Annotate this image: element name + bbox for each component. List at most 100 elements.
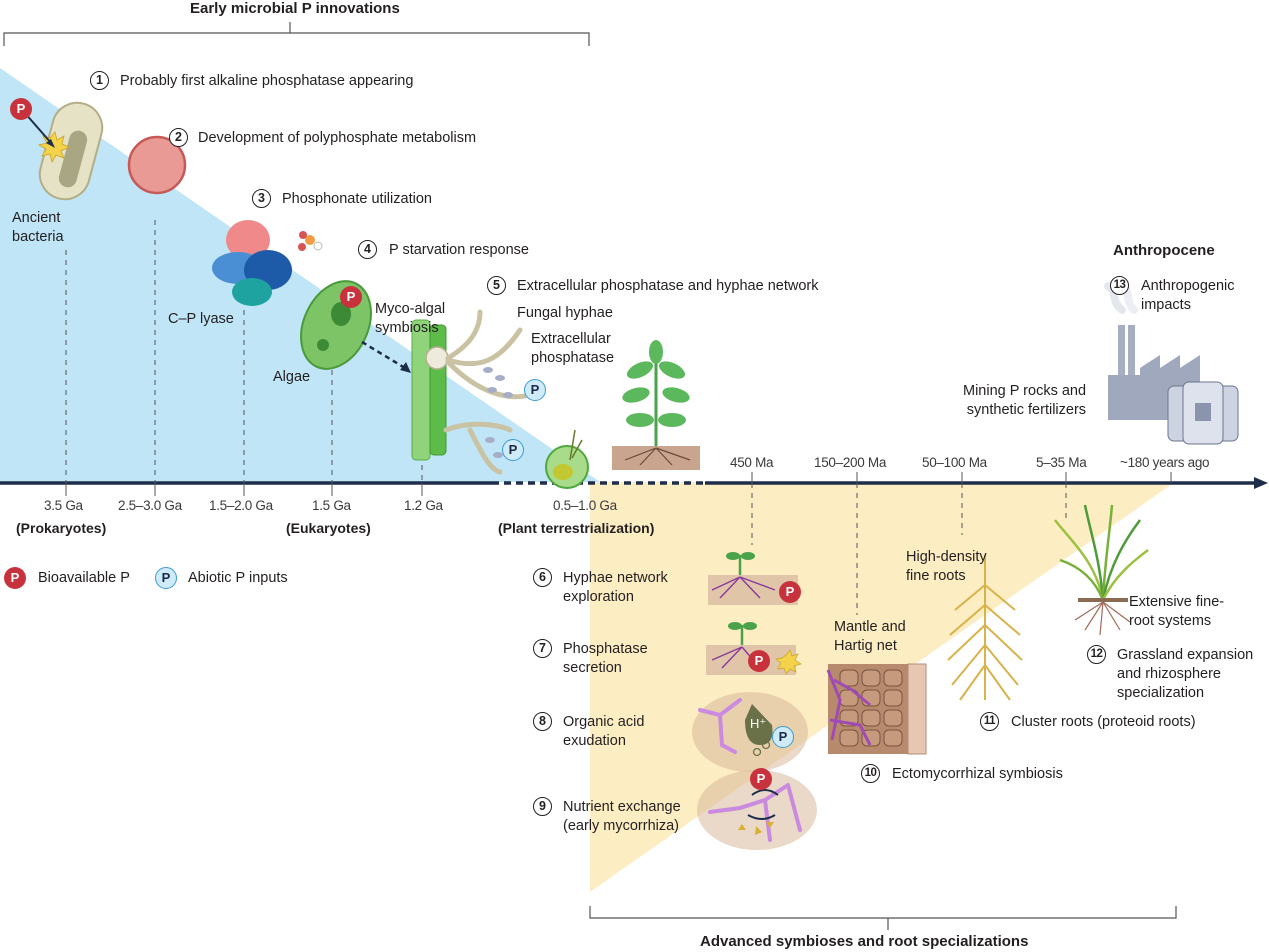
step-number-4: 4 [358,240,377,259]
extensive-roots-label: Extensive fine- root systems [1129,593,1224,631]
ancient-bacteria-label: Ancient bacteria [12,209,64,247]
top-bracket [3,22,590,46]
cluster-roots-illustration [947,555,1023,701]
innovation-8-line-2: exudation [563,733,626,749]
ectomycorrhiza-tissue-illustration [826,663,927,755]
tick-label: 150–200 Ma [814,455,887,470]
high-density-line-2: fine roots [906,568,966,584]
top-bracket-title: Early microbial P innovations [190,0,400,17]
innovation-12-label: Grassland expansion and rhizosphere spec… [1117,646,1253,703]
mantle-line-1: Mantle and [834,619,906,635]
algae-label: Algae [273,369,311,385]
bioavailable-p-icon: P [779,581,801,603]
innovation-6-line-1: Hyphae network [563,570,668,586]
mining-label: Mining P rocks and synthetic fertilizers [963,382,1086,420]
tick-label: 0.5–1.0 Ga [553,498,617,513]
innovation-2-label: Development of polyphosphate metabolism [198,130,477,146]
legend-label: Bioavailable P [38,570,130,586]
bioavailable-p-icon: P [340,286,362,308]
era-prokaryotes: (Prokaryotes) [16,520,107,536]
tick-label: 5–35 Ma [1036,455,1087,470]
step-number-12: 12 [1087,645,1106,664]
high-density-line-1: High-density [906,549,987,565]
grass-illustration [1054,504,1149,636]
era-plant-terrestrialization: (Plant terrestrialization) [498,520,655,536]
mantle-hartig-label: Mantle and Hartig net [834,618,906,656]
extensive-line-2: root systems [1129,613,1212,629]
cp-lyase-protein-illustration [212,220,323,306]
innovation-12-line-3: specialization [1117,685,1205,701]
step-number-5: 5 [487,276,506,295]
innovation-7-line-1: Phosphatase [563,641,648,657]
ancient-bacteria-line-1: Ancient [12,210,61,226]
extracellular-phosphatase-label: Extracellular phosphatase [531,330,614,368]
anthropocene-heading: Anthropocene [1113,242,1215,259]
tick-label: 1.5–2.0 Ga [209,498,273,513]
bioavailable-p-icon: P [10,98,32,120]
timeline-arrowhead [1254,477,1268,489]
abiotic-p-icon: P [524,379,546,401]
tick-label: 50–100 Ma [922,455,987,470]
proton-label: H⁺ [750,716,767,731]
bioavailable-p-icon: P [748,650,770,672]
tick-label: ~180 years ago [1120,455,1210,470]
innovation-6-line-2: exploration [563,589,634,605]
abiotic-p-icon: P [155,567,177,589]
extracellular-line-2: phosphatase [531,350,615,366]
step-number-6: 6 [533,568,552,587]
upper-tick-marks [751,472,1172,615]
ancient-bacteria-illustration [23,101,104,201]
innovation-8-line-1: Organic acid [563,714,645,730]
myco-algal-line-2: symbiosis [375,320,439,336]
ancient-bacteria-line-2: bacteria [12,229,64,245]
terrestrial-plant-illustration [612,340,700,470]
bioavailable-p-icon: P [750,768,772,790]
myco-algal-line-1: Myco-algal [375,301,446,317]
step-number-9: 9 [533,797,552,816]
myco-algal-filament-illustration [411,309,533,475]
tick-label: 1.2 Ga [404,498,443,513]
nutrient-exchange-illustration [697,770,817,850]
extensive-line-1: Extensive fine- [1129,594,1225,610]
fungal-hyphae-label: Fungal hyphae [517,305,613,321]
phosphatase-secretion-illustration [706,622,802,675]
mining-line-1: Mining P rocks and [963,383,1087,399]
abiotic-p-icon: P [772,726,794,748]
step-number-8: 8 [533,712,552,731]
extracellular-line-1: Extracellular [531,331,611,347]
innovation-11-label: Cluster roots (proteoid roots) [1011,714,1196,730]
innovation-7-line-2: secretion [563,660,622,676]
polyphosphate-granule-illustration [127,135,187,195]
legend-label: Abiotic P inputs [188,570,288,586]
innovation-1-label: Probably first alkaline phosphatase appe… [120,73,414,89]
myco-algal-label: Myco-algal symbiosis [375,300,445,338]
abiotic-p-icon: P [502,439,524,461]
innovation-9-line-1: Nutrient exchange [563,799,681,815]
tick-label: 450 Ma [730,455,774,470]
cp-lyase-label: C–P lyase [168,311,234,327]
bottom-bracket [589,906,1177,930]
step-number-10: 10 [861,764,880,783]
innovation-6-label: Hyphae network exploration [563,569,668,607]
innovation-8-label: Organic acid exudation [563,713,644,751]
innovation-12-line-1: Grassland expansion [1117,647,1254,663]
innovation-13-line-1: Anthropogenic [1141,278,1235,294]
step-number-7: 7 [533,639,552,658]
bioavailable-p-icon: P [4,567,26,589]
early-land-plant-cell-illustration [545,429,589,489]
high-density-roots-label: High-density fine roots [906,548,987,586]
innovation-9-label: Nutrient exchange (early mycorrhiza) [563,798,681,836]
organic-acid-exudation-illustration [692,692,808,772]
step-number-13: 13 [1110,276,1129,295]
tick-label: 1.5 Ga [312,498,351,513]
step-number-2: 2 [169,128,188,147]
innovation-7-label: Phosphatase secretion [563,640,648,678]
innovation-3-label: Phosphonate utilization [282,191,432,207]
step-number-11: 11 [980,712,999,731]
step-number-1: 1 [90,71,109,90]
bottom-bracket-title: Advanced symbioses and root specializati… [700,933,1029,950]
mantle-line-2: Hartig net [834,638,897,654]
mining-line-2: synthetic fertilizers [966,402,1087,418]
dashed-arrow [361,340,411,373]
